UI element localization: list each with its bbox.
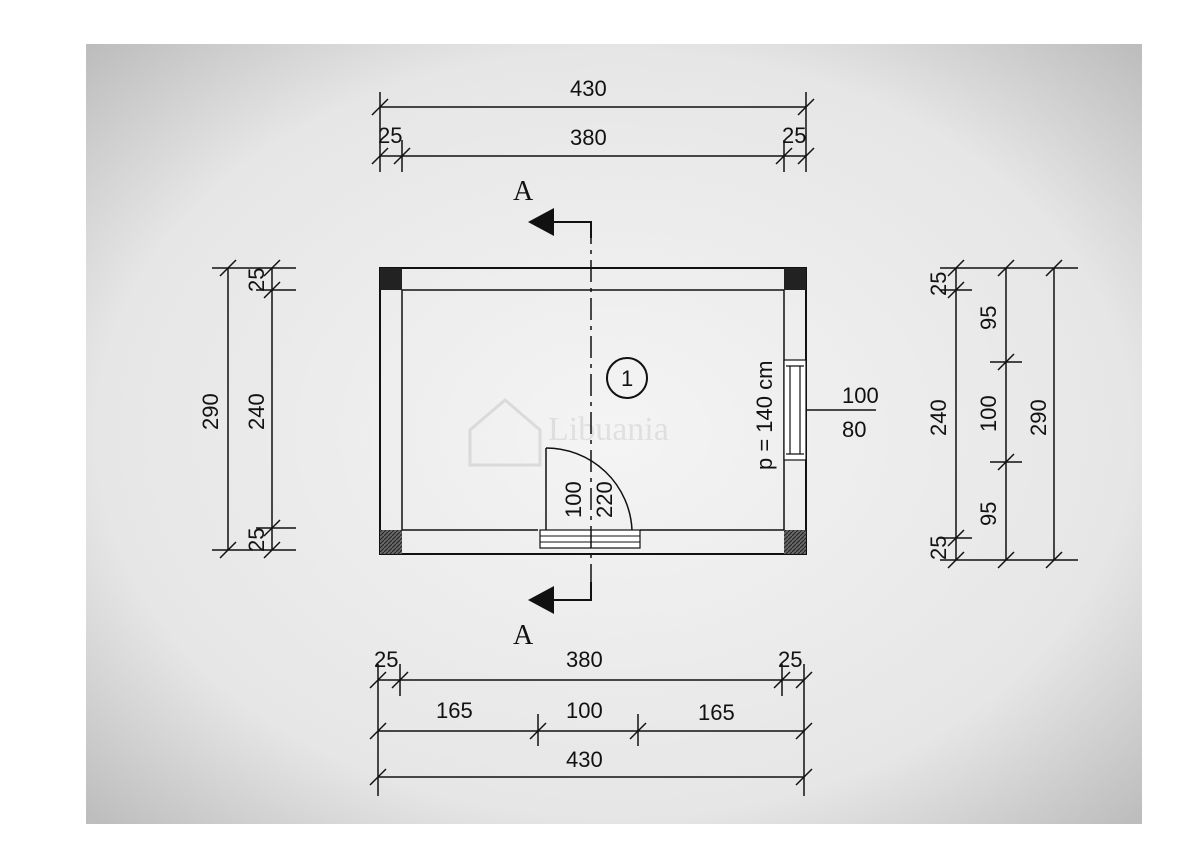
right-dimension-lines	[940, 259, 1078, 569]
left-top-wall-dim: 25	[244, 268, 269, 292]
bottom-door-seg-dim: 100	[566, 698, 603, 723]
room-walls	[379, 267, 807, 555]
bottom-right-wall-dim: 25	[778, 647, 802, 672]
bottom-left-wall-dim: 25	[374, 647, 398, 672]
section-marker-bottom	[528, 582, 592, 614]
bottom-dimension-lines	[369, 664, 813, 796]
watermark-text: Libuania	[548, 411, 669, 448]
right-lower-seg-dim: 95	[976, 502, 1001, 526]
room-number: 1	[621, 366, 633, 391]
door	[539, 447, 641, 549]
corner-column-bl	[380, 530, 402, 554]
right-window-seg-dim: 100	[976, 395, 1001, 432]
corner-column-br	[784, 530, 806, 554]
corner-column-tr	[784, 268, 806, 290]
section-label-top: A	[513, 176, 534, 207]
top-inner-dim: 380	[570, 125, 607, 150]
window-sill-label: p = 140 cm	[752, 361, 777, 470]
corner-column-tl	[380, 268, 402, 290]
top-left-wall-dim: 25	[378, 123, 402, 148]
bottom-total-dim: 430	[566, 747, 603, 772]
right-top-wall-dim: 25	[926, 272, 951, 296]
bottom-right-seg-dim: 165	[698, 700, 735, 725]
top-dimension-lines	[371, 92, 815, 172]
window	[783, 359, 807, 461]
right-total-dim: 290	[1026, 399, 1051, 436]
top-right-wall-dim: 25	[782, 123, 806, 148]
left-total-dim: 290	[198, 393, 223, 430]
right-bottom-wall-dim: 25	[926, 536, 951, 560]
left-bottom-wall-dim: 25	[244, 528, 269, 552]
door-width-label: 100	[561, 481, 586, 518]
section-label-bottom: A	[513, 620, 534, 651]
top-total-dim: 430	[570, 76, 607, 101]
door-height-label: 220	[592, 481, 617, 518]
window-ratio-bottom: 80	[842, 417, 866, 442]
left-dimension-lines	[212, 259, 296, 559]
window-ratio-top: 100	[842, 383, 879, 408]
bottom-inner-dim: 380	[566, 647, 603, 672]
watermark: Libuania	[468, 398, 669, 467]
right-inner-dim: 240	[926, 399, 951, 436]
paper-sheet	[86, 44, 1142, 824]
section-marker-top	[528, 208, 592, 238]
bottom-left-seg-dim: 165	[436, 698, 473, 723]
right-upper-seg-dim: 95	[976, 306, 1001, 330]
left-inner-dim: 240	[244, 393, 269, 430]
room-number-circle	[606, 357, 648, 399]
